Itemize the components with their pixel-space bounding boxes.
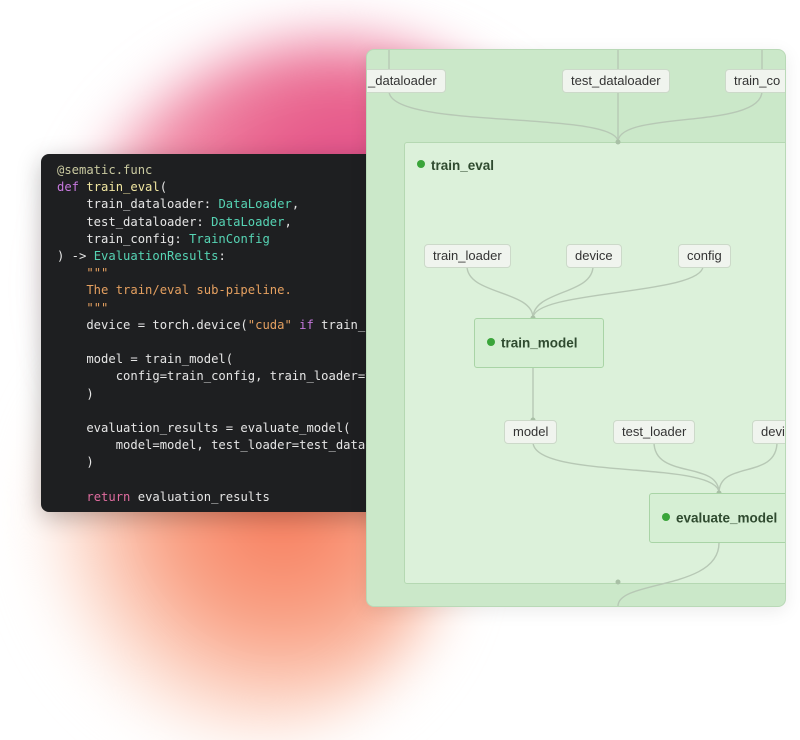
- evaluate-model-node[interactable]: evaluate_model: [649, 493, 785, 543]
- status-dot-icon: [417, 160, 425, 169]
- input-pill-train-config: train_co: [725, 69, 785, 93]
- input-pill-train-loader: train_loader: [424, 244, 511, 268]
- code-decorator: @sematic.func: [57, 163, 153, 177]
- code-panel: @sematic.func def train_eval( train_data…: [41, 154, 421, 512]
- train-eval-header: train_eval: [417, 157, 494, 173]
- status-dot-icon: [487, 338, 495, 347]
- dag-panel: _dataloader test_dataloader train_co tra…: [366, 49, 786, 607]
- input-pill-model: model: [504, 420, 558, 444]
- input-pill-device: device: [566, 244, 622, 268]
- status-dot-icon: [662, 513, 670, 522]
- input-pill-device-2: devi: [752, 420, 785, 444]
- code-block: @sematic.func def train_eval( train_data…: [57, 163, 395, 504]
- input-pill-test-dataloader: test_dataloader: [562, 69, 670, 93]
- input-pill-test-loader: test_loader: [613, 420, 696, 444]
- input-pill-train-dataloader: _dataloader: [367, 69, 446, 93]
- input-pill-config: config: [678, 244, 731, 268]
- train-model-node[interactable]: train_model: [474, 318, 604, 368]
